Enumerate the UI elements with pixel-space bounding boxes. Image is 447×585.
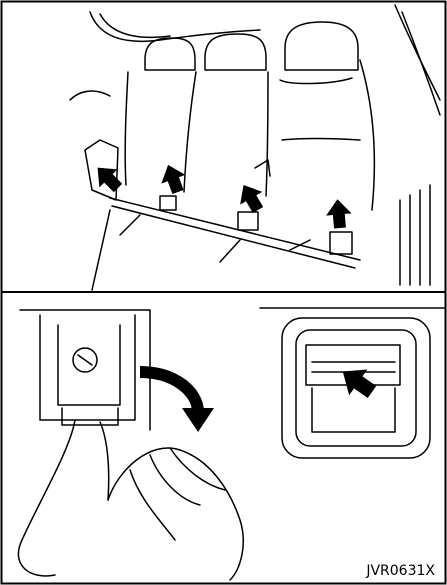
latch-2	[238, 212, 258, 230]
seat-line-mid	[220, 240, 240, 262]
seat-line-right	[290, 240, 310, 250]
strap-pull-panel	[18, 310, 243, 580]
pull-direction-arrow-icon	[140, 372, 214, 432]
seat-overview-panel	[3, 5, 444, 292]
latch-1	[160, 196, 176, 210]
figure-code: JVR0631X	[366, 563, 435, 579]
knuckle-line-2	[170, 448, 225, 490]
side-curve	[70, 91, 110, 100]
seatback-right-edge	[360, 60, 374, 210]
strap-panel	[58, 325, 120, 405]
hand-palm	[108, 448, 243, 580]
cushion-rail-bottom	[112, 206, 355, 268]
strap-loop	[62, 408, 118, 425]
c-pillar-inner	[402, 12, 440, 115]
finger-front	[18, 420, 75, 576]
headrest-right	[285, 22, 358, 70]
seat-leg-left	[92, 210, 110, 290]
cushion-rail-top	[110, 198, 360, 260]
lever-recess	[312, 388, 395, 432]
seatback-divider-1	[184, 72, 196, 192]
seatback-left-edge	[125, 72, 128, 185]
seatback-divider-2	[266, 72, 268, 196]
finger-back	[100, 422, 109, 500]
roof-line	[90, 12, 260, 41]
hand-crease	[130, 470, 175, 540]
knuckle-line	[150, 455, 200, 505]
roof-line-inner	[100, 14, 170, 37]
headrest-center	[205, 34, 266, 70]
seatback-seam-2	[282, 139, 360, 141]
latch-arrow-icon-4	[325, 198, 353, 229]
side-ribs	[400, 185, 430, 285]
latch-3	[330, 232, 352, 254]
seatback-seam	[280, 78, 352, 84]
screw-slot	[78, 355, 92, 365]
latch-arrow-icon-3	[233, 179, 270, 217]
belt-buckle	[255, 160, 270, 176]
release-arrow-icon	[334, 359, 381, 405]
seat-line-left	[120, 215, 140, 235]
headrest-left	[145, 38, 195, 70]
